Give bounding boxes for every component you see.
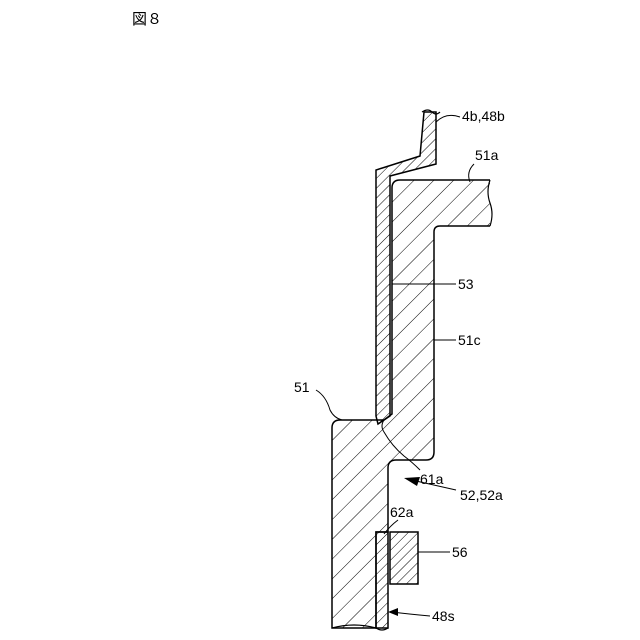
label-52-52a: 52,52a [460,487,503,503]
label-48s: 48s [432,608,455,624]
plate-48s [376,532,388,628]
label-4b-48b: 4b,48b [462,108,505,124]
label-61a: 61a [420,471,444,487]
label-56: 56 [452,544,468,560]
label-51a: 51a [475,147,499,163]
block-56 [390,532,418,584]
arrow-48s-head [388,608,398,616]
label-62a: 62a [390,504,414,520]
label-51c: 51c [458,332,481,348]
leader-4b48b [436,115,460,122]
label-53: 53 [458,276,474,292]
leader-51 [316,390,342,420]
label-51: 51 [294,379,310,395]
